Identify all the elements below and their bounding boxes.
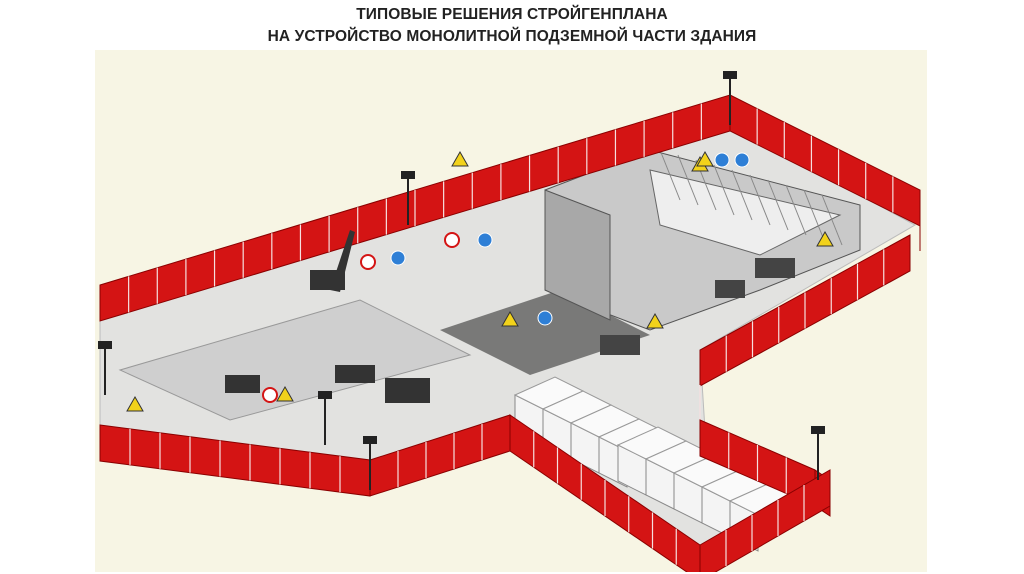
- warning-sign-icon: [501, 310, 519, 327]
- fence-panel: [699, 469, 831, 572]
- roof-rib: [677, 154, 699, 206]
- floodlight-masts: [98, 71, 825, 490]
- concrete-mixer-icon: [755, 258, 795, 278]
- floodlight-icon: [723, 71, 737, 79]
- mandatory-sign-icon: [477, 232, 493, 248]
- excavator-icon: [225, 375, 260, 393]
- warning-sign-icon: [276, 385, 294, 402]
- roof-rib: [659, 149, 681, 201]
- main-building: [544, 149, 861, 331]
- red-fence: [99, 94, 921, 572]
- prohibition-sign-icon: [360, 254, 376, 270]
- warning-sign-icon: [816, 230, 834, 247]
- warning-sign-icon: [696, 150, 714, 167]
- safety-signs: [126, 150, 834, 412]
- slide-title-line-1: ТИПОВЫЕ РЕШЕНИЯ СТРОЙГЕНПЛАНА: [356, 6, 668, 23]
- prohibition-sign-icon: [444, 232, 460, 248]
- warning-sign-icon: [451, 150, 469, 167]
- floodlight-icon: [318, 391, 332, 399]
- roof-rib: [767, 179, 789, 231]
- roof-rib: [821, 194, 843, 246]
- excavator-icon: [310, 270, 345, 290]
- mandatory-sign-icon: [734, 152, 750, 168]
- prohibition-sign-icon: [262, 387, 278, 403]
- mandatory-sign-icon: [537, 310, 553, 326]
- warning-sign-icon: [646, 312, 664, 329]
- roof-rib: [785, 184, 807, 236]
- floodlight-icon: [401, 171, 415, 179]
- slide-title-line-2: НА УСТРОЙСТВО МОНОЛИТНОЙ ПОДЗЕМНОЙ ЧАСТИ…: [267, 28, 757, 45]
- roof-rib: [731, 169, 753, 221]
- material-storage-icon: [385, 378, 430, 403]
- construction-site-illustration: [95, 50, 927, 572]
- equipment: [225, 230, 795, 403]
- roof-rib: [713, 164, 735, 216]
- roof-rib: [803, 189, 825, 241]
- floodlight-icon: [363, 436, 377, 444]
- site-cabins: [513, 376, 800, 552]
- floodlight-icon: [98, 341, 112, 349]
- roof-rib: [749, 174, 771, 226]
- truck-icon: [715, 280, 745, 298]
- concrete-mixer-icon: [600, 335, 640, 355]
- warning-sign-icon: [126, 395, 144, 412]
- truck-icon: [335, 365, 375, 383]
- mandatory-sign-icon: [714, 152, 730, 168]
- floodlight-icon: [811, 426, 825, 434]
- excavation-area: [118, 299, 472, 421]
- mandatory-sign-icon: [390, 250, 406, 266]
